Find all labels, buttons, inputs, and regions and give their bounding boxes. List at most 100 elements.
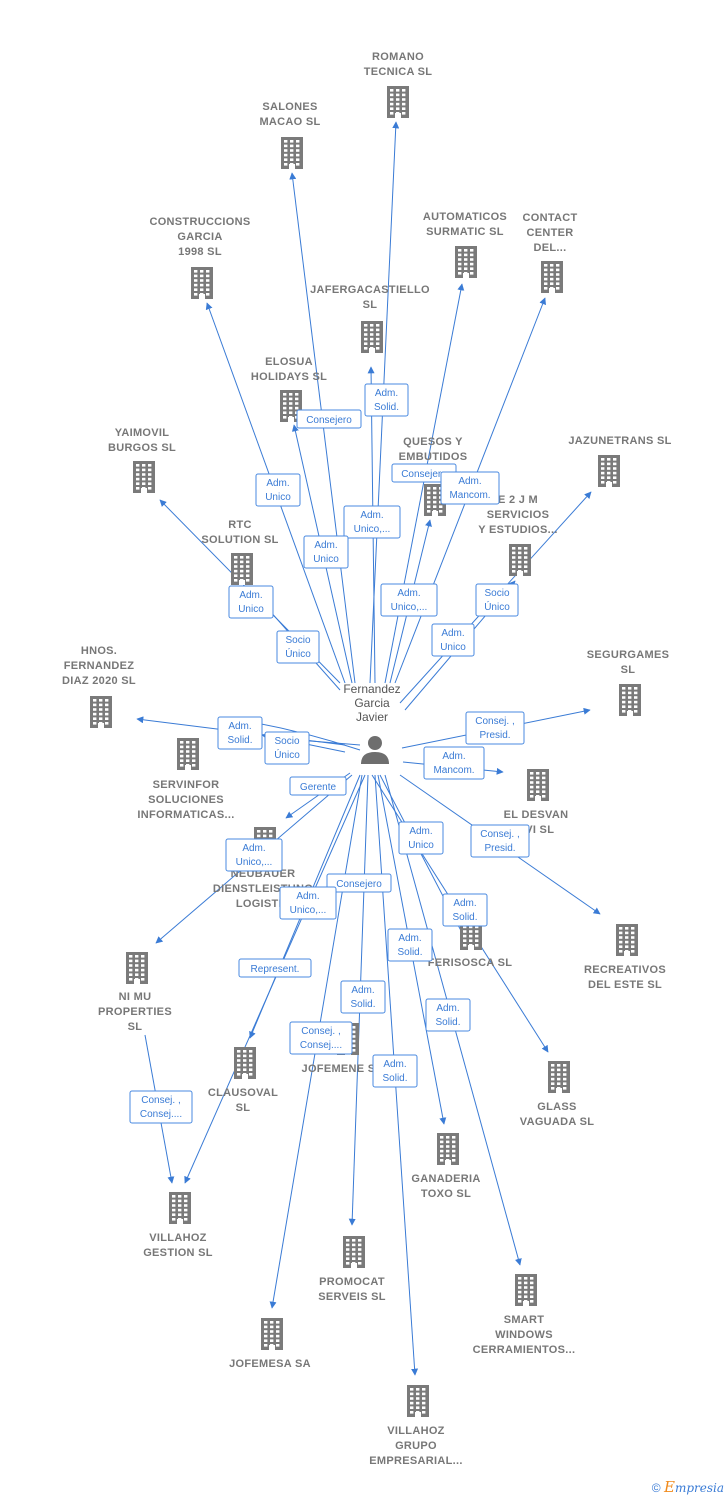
role-label-box[interactable]: Adm.Unico [398, 821, 444, 855]
edge-line [184, 774, 366, 1184]
role-label-box[interactable]: Adm.Unico,... [225, 838, 283, 872]
company-label: TOXO SL [421, 1188, 471, 1200]
role-label-text: Unico [440, 642, 466, 653]
company-label: CENTER [526, 227, 573, 239]
role-label-text: Consej. , [475, 716, 514, 727]
person-name-line-3: Javier [356, 710, 388, 724]
role-label-box[interactable]: Adm.Unico,... [279, 886, 337, 920]
role-label-text: Unico,... [354, 524, 391, 535]
company-node-smart[interactable]: SMARTWINDOWSCERRAMIENTOS... [473, 1274, 576, 1356]
role-label-box[interactable]: Consej. , Presid. [465, 711, 525, 745]
company-node-villahozgrupo[interactable]: VILLAHOZGRUPOEMPRESARIAL... [369, 1385, 462, 1467]
building-icon [234, 1047, 256, 1079]
role-label-box[interactable]: Adm.Solid. [442, 893, 488, 927]
company-label: RTC [228, 519, 252, 531]
role-label-text: Presid. [484, 843, 515, 854]
role-label-box[interactable]: Represent. [238, 958, 312, 978]
company-label: INFORMATICAS... [137, 809, 234, 821]
company-label: VILLAHOZ [149, 1232, 206, 1244]
role-label-box[interactable]: Adm.Solid. [364, 383, 409, 417]
role-label-box[interactable]: Adm.Mancom. [423, 746, 485, 780]
role-label-text: Consej.... [300, 1040, 342, 1051]
company-label: SL [621, 664, 636, 676]
role-label-box[interactable]: Adm.Unico [255, 473, 301, 507]
role-label-box[interactable]: Gerente [289, 776, 347, 796]
building-icon [281, 137, 303, 169]
role-label-text: Consej.... [140, 1109, 182, 1120]
company-node-villahozgestion[interactable]: VILLAHOZ GESTION SL [143, 1192, 213, 1259]
company-node-servinfor[interactable]: SERVINFORSOLUCIONESINFORMATICAS... [137, 738, 234, 821]
company-node-ganaderia[interactable]: GANADERIA TOXO SL [411, 1133, 480, 1200]
brand-footer[interactable]: © Empresia [652, 1478, 724, 1496]
role-label-text: Solid. [452, 912, 477, 923]
company-label: GRUPO [395, 1440, 437, 1452]
role-label-box[interactable]: Adm.Solid. [425, 998, 471, 1032]
person-name-line-1: Fernandez [343, 682, 400, 696]
role-label-box[interactable]: Adm. Mancom. [440, 471, 500, 505]
role-label-box[interactable]: Adm.Unico [303, 535, 349, 569]
building-icon [343, 1236, 365, 1268]
building-icon [169, 1192, 191, 1224]
building-icon [616, 924, 638, 956]
role-label-box[interactable]: Adm.Unico,... [380, 583, 438, 617]
role-label-box[interactable]: Consejero [296, 409, 362, 429]
role-label-box[interactable]: Consejero [326, 873, 392, 893]
company-label: CONSTRUCCIONS [149, 216, 250, 228]
role-label-box[interactable]: Consej. ,Presid. [470, 824, 530, 858]
building-icon [387, 86, 409, 118]
role-label-text: Adm. [266, 478, 289, 489]
company-label: GARCIA [177, 231, 222, 243]
role-label-text: Socio [274, 736, 299, 747]
center-person[interactable]: Fernandez Garcia Javier [343, 682, 401, 764]
company-node-jazunetrans[interactable]: JAZUNETRANS SL [568, 435, 671, 487]
role-label-box[interactable]: Adm.Unico [228, 585, 274, 619]
role-label-box[interactable]: Adm.Solid. [217, 716, 263, 750]
role-label-text: Adm. [436, 1003, 459, 1014]
role-label-text: Adm. [360, 510, 383, 521]
role-label-box[interactable]: Adm.Unico [431, 623, 475, 657]
company-node-jofemesa[interactable]: JOFEMESA SA [229, 1318, 311, 1370]
role-label-text: Socio [285, 635, 310, 646]
building-icon [261, 1318, 283, 1350]
company-node-contact[interactable]: CONTACTCENTERDEL... [522, 212, 577, 293]
brand-name: mpresia [674, 1481, 724, 1495]
company-label: PROMOCAT [319, 1276, 385, 1288]
role-label-box[interactable]: Adm. Unico,... [343, 505, 401, 539]
role-label-text: Presid. [479, 730, 510, 741]
role-label-box[interactable]: Consejero [391, 463, 457, 483]
role-label-box[interactable]: Adm.Solid. [372, 1054, 418, 1088]
role-label-text: Represent. [251, 964, 300, 975]
role-label-box[interactable]: Consej. ,Consej.... [289, 1021, 353, 1055]
company-label: SURMATIC SL [426, 226, 504, 238]
role-label-text: Mancom. [449, 490, 490, 501]
company-label: DEL... [534, 242, 567, 254]
role-label-text: Solid. [397, 947, 422, 958]
role-label-box[interactable]: Consej. ,Consej.... [129, 1090, 193, 1124]
role-label-box[interactable]: Adm.Solid. [387, 928, 433, 962]
building-icon [455, 246, 477, 278]
role-label-box[interactable]: Adm.Solid. [340, 980, 386, 1014]
company-label: GESTION SL [143, 1247, 213, 1259]
role-label-text: Adm. [458, 476, 481, 487]
company-label: GANADERIA [411, 1173, 480, 1185]
